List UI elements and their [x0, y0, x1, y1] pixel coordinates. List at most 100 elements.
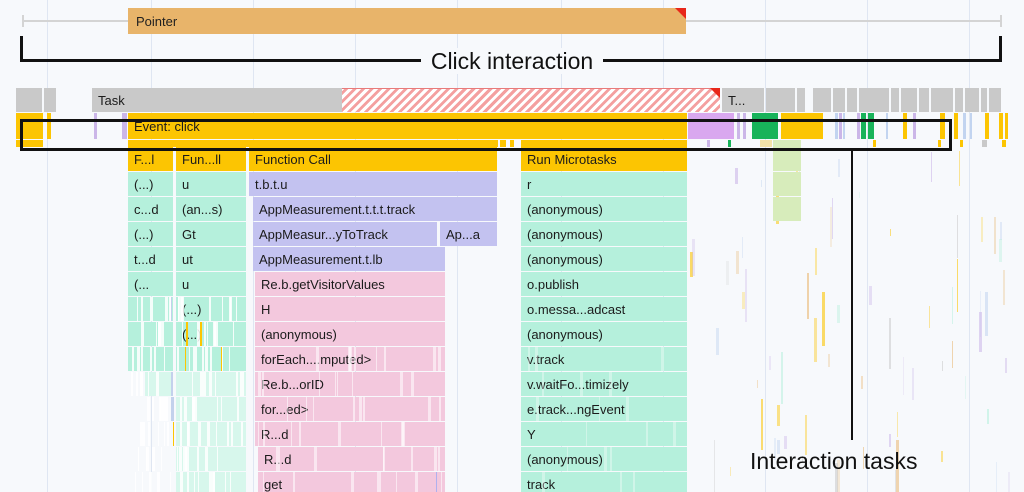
flame-block[interactable]: (... — [128, 272, 173, 296]
task-block[interactable] — [16, 88, 42, 112]
flame-block[interactable]: (...) — [128, 222, 173, 246]
event-block[interactable] — [743, 113, 746, 139]
task-block[interactable] — [859, 88, 889, 112]
flame-block[interactable]: e.track...ngEvent — [521, 397, 687, 421]
flame-block[interactable]: R...d — [255, 422, 445, 446]
event-block[interactable] — [903, 113, 907, 139]
task-row[interactable]: Task T... — [0, 88, 1024, 112]
pointer-interaction-bar[interactable]: Pointer — [128, 8, 686, 34]
flame-block[interactable]: (anonymous) — [255, 322, 445, 346]
task-block[interactable] — [891, 88, 899, 112]
flame-block[interactable]: c...d — [128, 197, 173, 221]
flame-row[interactable]: (...)(anonymous)(anonymous) — [0, 322, 1024, 346]
event-block[interactable] — [868, 113, 874, 139]
flame-block[interactable]: AppMeasurement.t.t.t.track — [253, 197, 497, 221]
event-block[interactable] — [886, 113, 888, 139]
event-block[interactable] — [999, 113, 1003, 139]
event-block[interactable] — [954, 113, 958, 139]
substrip-block[interactable] — [760, 140, 772, 147]
substrip-block[interactable] — [500, 140, 506, 147]
flame-block[interactable]: (anonymous) — [521, 222, 687, 246]
task-block-second[interactable]: T... — [722, 88, 764, 112]
event-block[interactable] — [970, 113, 972, 139]
long-task-hatch[interactable] — [342, 88, 720, 112]
flame-block[interactable] — [176, 397, 246, 421]
substrip-block[interactable] — [960, 140, 963, 147]
event-block[interactable] — [843, 113, 845, 139]
flame-block[interactable]: (anonymous) — [521, 247, 687, 271]
event-block[interactable] — [737, 113, 740, 139]
substrip-block[interactable] — [728, 140, 731, 147]
flame-block[interactable]: u — [176, 272, 246, 296]
event-block[interactable] — [122, 113, 127, 139]
flame-block[interactable]: Function Call — [249, 147, 497, 171]
event-block[interactable] — [940, 113, 945, 139]
task-block[interactable] — [989, 88, 1001, 112]
task-block[interactable] — [44, 88, 56, 112]
flame-block[interactable]: AppMeasur...yToTrack — [253, 222, 437, 246]
event-block[interactable] — [1005, 113, 1008, 139]
event-block[interactable] — [781, 113, 823, 139]
flame-block[interactable]: AppMeasurement.t.lb — [253, 247, 445, 271]
event-block[interactable] — [94, 113, 97, 139]
task-block[interactable] — [847, 88, 857, 112]
flame-block[interactable] — [128, 322, 173, 346]
flame-block[interactable]: o.publish — [521, 272, 687, 296]
flame-block[interactable]: v.track — [521, 347, 687, 371]
event-substrip-row[interactable] — [0, 140, 1024, 147]
substrip-block[interactable] — [510, 140, 514, 147]
task-block[interactable] — [766, 88, 795, 112]
task-block[interactable] — [955, 88, 963, 112]
event-block[interactable] — [839, 113, 842, 139]
flame-block[interactable]: track — [521, 472, 687, 492]
flame-block[interactable]: t...d — [128, 247, 173, 271]
flame-row[interactable]: c...d(an...s)AppMeasurement.t.t.t.track(… — [0, 197, 1024, 221]
substrip-block[interactable] — [707, 140, 710, 147]
flame-block[interactable]: o.messa...adcast — [521, 297, 687, 321]
flame-block[interactable]: F...l — [128, 147, 173, 171]
flame-block[interactable]: (...) — [176, 297, 246, 321]
flame-block[interactable]: R...d — [258, 447, 445, 471]
task-block[interactable] — [833, 88, 845, 112]
event-block[interactable] — [47, 113, 51, 139]
task-block[interactable] — [797, 88, 805, 112]
event-row[interactable]: Event: click — [0, 113, 1024, 139]
task-block[interactable] — [813, 88, 831, 112]
flame-block[interactable]: Re.b.getVisitorValues — [255, 272, 445, 296]
flame-block[interactable]: (anonymous) — [521, 322, 687, 346]
event-block[interactable] — [16, 113, 43, 139]
flame-block[interactable]: ut — [176, 247, 246, 271]
flame-block[interactable]: v.waitFo...timizely — [521, 372, 687, 396]
task-block[interactable] — [919, 88, 929, 112]
flame-block[interactable]: t.b.t.u — [249, 172, 497, 196]
substrip-block[interactable] — [938, 140, 941, 147]
substrip-block[interactable] — [982, 140, 987, 147]
substrip-block[interactable] — [16, 140, 43, 147]
substrip-block[interactable] — [521, 140, 687, 147]
main-thread-flame-chart[interactable]: Task T... — [0, 88, 1024, 492]
event-block[interactable] — [835, 113, 838, 139]
flame-row[interactable]: (...u Re.b.getVisitorValues o.publish — [0, 272, 1024, 296]
flame-block[interactable]: Gt — [176, 222, 246, 246]
task-block[interactable] — [901, 88, 917, 112]
substrip-block[interactable] — [128, 140, 498, 147]
flame-block[interactable] — [145, 372, 173, 396]
event-block[interactable] — [861, 113, 866, 139]
flame-block[interactable]: (anonymous) — [521, 197, 687, 221]
flame-block[interactable]: (anonymous) — [521, 447, 687, 471]
event-block[interactable] — [963, 113, 966, 139]
event-block[interactable] — [857, 113, 860, 139]
substrip-block[interactable] — [873, 140, 876, 147]
flame-block[interactable]: for...ed> — [255, 397, 445, 421]
task-block[interactable] — [981, 88, 987, 112]
flame-row[interactable]: for...ed> e.track...ngEvent — [0, 397, 1024, 421]
flame-block[interactable]: Fun...ll — [176, 147, 246, 171]
task-block[interactable] — [931, 88, 953, 112]
flame-block[interactable]: r — [521, 172, 687, 196]
flame-block[interactable]: u — [176, 172, 246, 196]
